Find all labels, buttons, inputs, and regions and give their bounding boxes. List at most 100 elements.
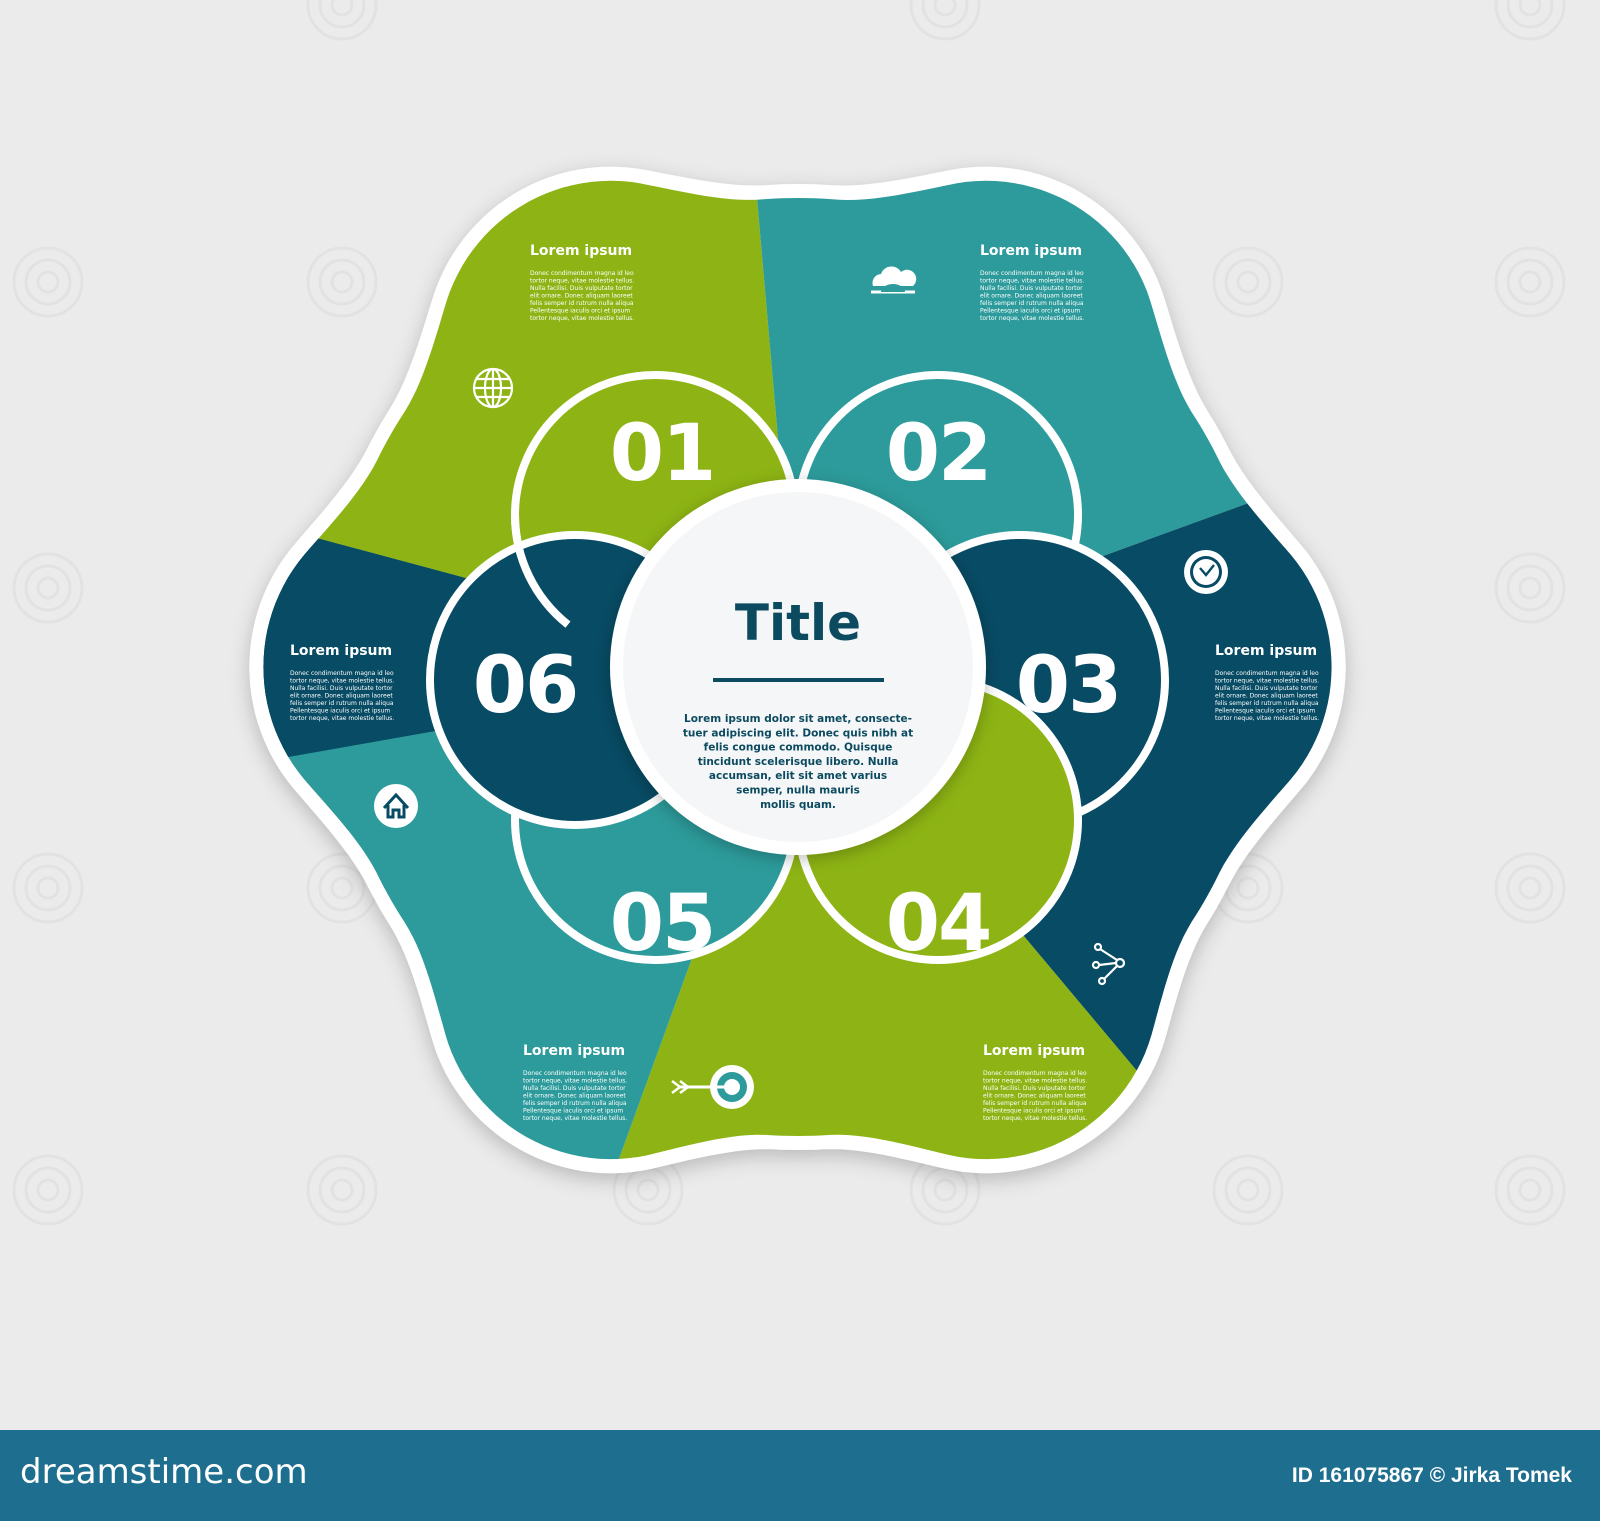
footer-bar: dreamstime.com ID 161075867 © Jirka Tome… — [0, 1430, 1600, 1521]
center-body-line: tincidunt scelerisque libero. Nulla — [698, 756, 899, 768]
watermark-logo — [1494, 246, 1566, 318]
network-icon — [1091, 942, 1126, 986]
segment-body-line: Pellentesque iaculis orci et ipsum — [530, 308, 630, 315]
segment-body-line: Donec condimentum magna id leo — [980, 270, 1084, 277]
center-disc — [623, 492, 973, 842]
watermark-logo — [1494, 552, 1566, 624]
step-number-04: 04 — [886, 879, 991, 969]
step-number-03: 03 — [1016, 641, 1121, 731]
segment-body-line: Nulla facilisi. Duis vulputate tortor — [290, 685, 393, 692]
segment-body-line: Donec condimentum magna id leo — [1215, 670, 1319, 677]
step-number-06: 06 — [473, 641, 578, 731]
segment-body-line: Donec condimentum magna id leo — [523, 1070, 627, 1077]
segment-body-line: elit ornare. Donec aliquam laoreet — [980, 293, 1083, 300]
sector-06 — [263, 434, 798, 824]
clock-icon — [1184, 550, 1228, 594]
segment-icons — [374, 266, 1228, 1109]
watermark-logo — [1494, 0, 1566, 41]
segment-body-line: tortor neque, vitae molestie tellus. — [980, 315, 1084, 322]
center-body-line: Lorem ipsum dolor sit amet, consecte- — [684, 713, 912, 725]
center-title: Title — [735, 594, 861, 652]
segment-title: Lorem ipsum — [1215, 643, 1317, 659]
step-number-01: 01 — [610, 409, 715, 499]
watermark-logo — [12, 852, 84, 924]
segment-body-line: felis semper id rutrum nulla aliqua — [530, 300, 634, 307]
segment-title: Lorem ipsum — [530, 243, 632, 259]
cloud-icon — [871, 266, 917, 294]
center-body-line: felis congue commodo. Quisque — [704, 742, 893, 754]
watermark-logo — [12, 552, 84, 624]
segment-body-line: elit ornare. Donec aliquam laoreet — [523, 1093, 626, 1100]
segment-title: Lorem ipsum — [523, 1043, 625, 1059]
segment-body-line: elit ornare. Donec aliquam laoreet — [983, 1093, 1086, 1100]
watermark-logo — [1212, 246, 1284, 318]
segment-body-line: tortor neque, vitae molestie tellus. — [290, 715, 394, 722]
segment-body-line: Donec condimentum magna id leo — [290, 670, 394, 677]
segment-body-line: felis semper id rutrum nulla aliqua — [523, 1100, 627, 1107]
center-body-line: accumsan, elit sit amet varius — [709, 770, 887, 782]
segment-body-line: Pellentesque iaculis orci et ipsum — [980, 308, 1080, 315]
segment-body-line: tortor neque, vitae molestie tellus. — [530, 278, 634, 285]
segment-body-line: felis semper id rutrum nulla aliqua — [980, 300, 1084, 307]
watermark-logo — [909, 0, 981, 41]
segment-body-line: Nulla facilisi. Duis vulputate tortor — [983, 1085, 1086, 1092]
center-body-text: Lorem ipsum dolor sit amet, consecte-tue… — [683, 713, 913, 811]
step-number-05: 05 — [610, 879, 715, 969]
segment-body-line: felis semper id rutrum nulla aliqua — [983, 1100, 1087, 1107]
center-circle: Title Lorem ipsum dolor sit amet, consec… — [610, 479, 986, 855]
home-icon — [374, 784, 418, 828]
segment-body-line: tortor neque, vitae molestie tellus. — [980, 278, 1084, 285]
segment-body-line: Pellentesque iaculis orci et ipsum — [290, 708, 390, 715]
weave-arc — [511, 514, 571, 628]
segment-title: Lorem ipsum — [980, 243, 1082, 259]
segment-body-line: tortor neque, vitae molestie tellus. — [523, 1078, 627, 1085]
segment-body-line: Donec condimentum magna id leo — [530, 270, 634, 277]
segment-body-line: Nulla facilisi. Duis vulputate tortor — [530, 285, 633, 292]
cycle-diagram-svg: Title Lorem ipsum dolor sit amet, consec… — [12, 0, 1566, 1226]
segment-body-line: Nulla facilisi. Duis vulputate tortor — [980, 285, 1083, 292]
footer-image-id: ID 161075867 © Jirka Tomek — [1291, 1464, 1572, 1487]
footer-brand[interactable]: dreamstime.com — [20, 1452, 308, 1492]
segment-body-line: tortor neque, vitae molestie tellus. — [530, 315, 634, 322]
watermark-logo — [12, 1154, 84, 1226]
segment-body-line: tortor neque, vitae molestie tellus. — [983, 1115, 1087, 1122]
watermark-logo — [1494, 1154, 1566, 1226]
globe-icon — [472, 367, 514, 409]
segment-body-line: Nulla facilisi. Duis vulputate tortor — [523, 1085, 626, 1092]
step-number-02: 02 — [886, 409, 991, 499]
watermark-logo — [12, 246, 84, 318]
segment-body-line: elit ornare. Donec aliquam laoreet — [290, 693, 393, 700]
watermark-logo — [306, 0, 378, 41]
segment-title: Lorem ipsum — [290, 643, 392, 659]
segment-body-line: felis semper id rutrum nulla aliqua — [1215, 700, 1319, 707]
segment-title: Lorem ipsum — [983, 1043, 1085, 1059]
watermark-logo — [306, 1154, 378, 1226]
segment-body-line: Pellentesque iaculis orci et ipsum — [523, 1108, 623, 1115]
segment-body-line: Donec condimentum magna id leo — [983, 1070, 1087, 1077]
segment-body-line: Pellentesque iaculis orci et ipsum — [1215, 708, 1315, 715]
center-body-line: mollis quam. — [760, 799, 836, 811]
segment-body-line: elit ornare. Donec aliquam laoreet — [1215, 693, 1318, 700]
segment-body-line: elit ornare. Donec aliquam laoreet — [530, 293, 633, 300]
segment-body-line: tortor neque, vitae molestie tellus. — [983, 1078, 1087, 1085]
target-icon — [671, 1065, 754, 1109]
segment-body-line: tortor neque, vitae molestie tellus. — [523, 1115, 627, 1122]
center-body-line: semper, nulla mauris — [736, 785, 860, 797]
segment-body-line: felis semper id rutrum nulla aliqua — [290, 700, 394, 707]
segment-body-line: tortor neque, vitae molestie tellus. — [1215, 678, 1319, 685]
watermark-logo — [306, 246, 378, 318]
segment-body-line: tortor neque, vitae molestie tellus. — [290, 678, 394, 685]
segment-body-line: tortor neque, vitae molestie tellus. — [1215, 715, 1319, 722]
watermark-logo — [1494, 852, 1566, 924]
sector-04 — [490, 667, 1332, 1160]
segment-body-line: Nulla facilisi. Duis vulputate tortor — [1215, 685, 1318, 692]
watermark-logo — [1212, 1154, 1284, 1226]
segment-body-line: Pellentesque iaculis orci et ipsum — [983, 1108, 1083, 1115]
